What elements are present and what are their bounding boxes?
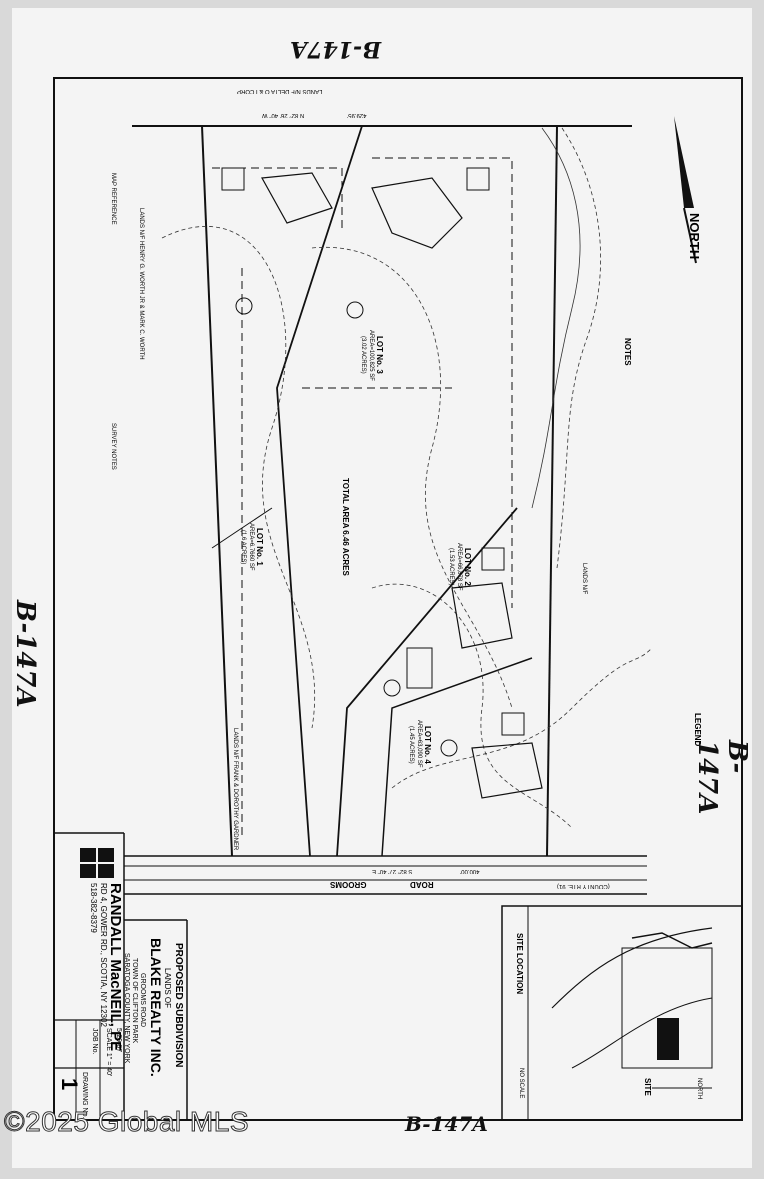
reference-left: B-147A bbox=[10, 600, 40, 708]
adjoiner-left: LANDS N/F HENRY G. WORTH JR & MARK C. WO… bbox=[138, 208, 144, 360]
job-number-label: JOB No. bbox=[91, 1028, 98, 1055]
map-reference: MAP REFERENCE bbox=[110, 173, 116, 225]
top-distance: 429.95' bbox=[347, 112, 367, 118]
drawing-date: 5-29-87 bbox=[115, 1028, 122, 1053]
lot2-name: LOT No. 2 bbox=[463, 548, 472, 586]
adjoiner-bottom-left: LANDS N/F FRANK & DOROTHY GARDNER bbox=[232, 728, 238, 851]
copyright-watermark: ©2025 Global MLS bbox=[4, 1106, 250, 1138]
site-location-scale: NO SCALE bbox=[518, 1068, 524, 1099]
reference-right: B-147A bbox=[692, 740, 752, 815]
survey-notes: SURVEY NOTES bbox=[110, 423, 116, 470]
drawing-sheet: RANDALL MacNEIL, PE RD 4, GOWER RD., SCO… bbox=[12, 8, 752, 1168]
north-arrow-label: NORTH bbox=[687, 213, 702, 260]
subdivision-plan bbox=[53, 77, 743, 1121]
reference-bottom: B-147A bbox=[405, 1112, 488, 1136]
road-distance: 400.00' bbox=[460, 868, 480, 874]
lot4-area: AREA=63,090 SF bbox=[416, 720, 422, 768]
site-location-title: SITE LOCATION bbox=[515, 933, 524, 995]
client-name: BLAKE REALTY INC. bbox=[148, 938, 164, 1077]
project-title: PROPOSED SUBDIVISION bbox=[173, 943, 184, 1068]
lot3-name: LOT No. 3 bbox=[375, 336, 384, 374]
reference-top: B-147A bbox=[290, 36, 382, 62]
adjoiner-right: LANDS N/F bbox=[581, 563, 587, 595]
total-area: TOTAL AREA 6.46 ACRES bbox=[341, 478, 350, 576]
road-bearing: S 82° 27' 40" E bbox=[372, 868, 413, 874]
project-lands-of: LANDS OF bbox=[163, 968, 172, 1009]
firm-address: RD 4, GOWER RD., SCOTIA, NY 12302 bbox=[99, 883, 108, 1027]
lot2-area: AREA=66,878 SF bbox=[456, 543, 462, 591]
lot4-name: LOT No. 4 bbox=[423, 726, 432, 764]
lot1-acres: (1.6 ACRES) bbox=[240, 530, 246, 565]
lot3-acres: (3.02 ACRES) bbox=[360, 336, 366, 374]
adjoiner-top: LANDS N/F DELTA O & I CORP bbox=[237, 88, 323, 94]
lot1-name: LOT No. 1 bbox=[255, 528, 264, 566]
sheet-number: 1 bbox=[57, 1078, 82, 1091]
firm-name: RANDALL MacNEIL, PE bbox=[107, 883, 124, 1052]
site-north-label: NORTH bbox=[696, 1078, 702, 1100]
site-label: SITE bbox=[643, 1078, 652, 1096]
lot2-acres: (1.53 ACRES) bbox=[448, 548, 454, 586]
lot1-area: AREA=6.7660 SF bbox=[248, 523, 254, 571]
road-name: GROOMS bbox=[330, 880, 367, 889]
project-town: TOWN OF CLIFTON PARK bbox=[131, 958, 138, 1044]
lot4-acres: (1.45 ACRES) bbox=[408, 726, 414, 764]
notes-title: NOTES bbox=[623, 338, 632, 366]
project-road: GROOMS ROAD bbox=[139, 973, 146, 1028]
project-county: SARATOGA COUNTY, NEW YORK bbox=[123, 953, 130, 1064]
drawing-scale: SCALE 1" = 40' bbox=[105, 1028, 112, 1077]
lot3-area: AREA=100,825 SF bbox=[368, 330, 374, 381]
top-bearing: N 82° 26' 40" W bbox=[262, 112, 305, 118]
road-word: ROAD bbox=[410, 880, 434, 889]
county-route: (COUNTY RTE. 91) bbox=[557, 883, 610, 889]
firm-phone: 518-382-8379 bbox=[89, 883, 98, 933]
